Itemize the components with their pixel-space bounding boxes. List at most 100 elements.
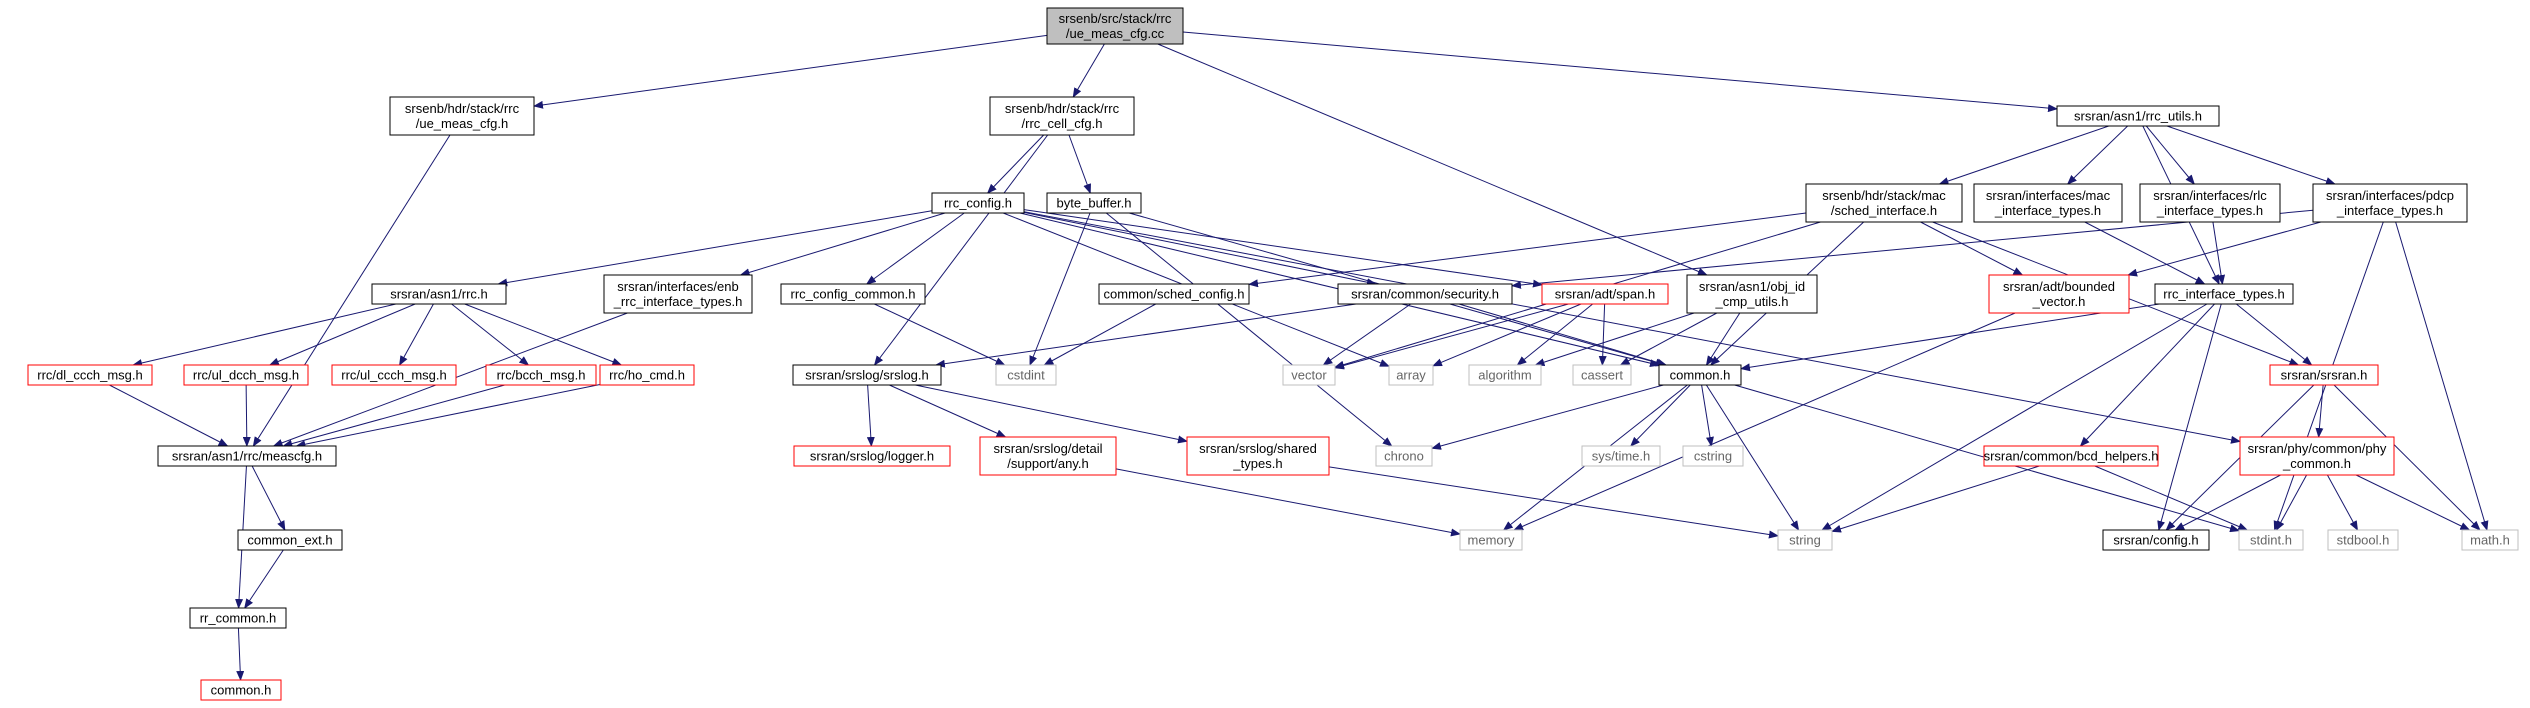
node-byte-buffer-h[interactable]: byte_buffer.h: [1046, 192, 1142, 214]
node-label: srsran/srsran.h: [2281, 368, 2368, 383]
node-rrc-config-h[interactable]: rrc_config.h: [931, 192, 1025, 214]
node-box: [979, 436, 1117, 476]
edge-meascfg_h-to-common_ext_h: [251, 465, 286, 531]
node-bounded-vector-h[interactable]: srsran/adt/bounded_vector.h: [1988, 274, 2130, 314]
node-label: srsran/srslog/shared: [1199, 441, 1317, 456]
edge-span_h-to-array: [1432, 303, 1582, 367]
node-label: algorithm: [1478, 368, 1531, 383]
node-algorithm: algorithm: [1468, 364, 1542, 386]
edge-rrc_interface_types_h-to-common_h: [1740, 303, 2160, 372]
node-ho-cmd-h[interactable]: rrc/ho_cmd.h: [599, 364, 695, 386]
node-rrc-config-common-h[interactable]: rrc_config_common.h: [780, 283, 926, 305]
node-obj-id-cmp-utils-h[interactable]: srsran/asn1/obj_id_cmp_utils.h: [1686, 274, 1818, 314]
node-ul-ccch-msg-h[interactable]: rrc/ul_ccch_msg.h: [331, 364, 457, 386]
node-box: [2139, 183, 2281, 223]
node-label: stdbool.h: [2337, 533, 2390, 548]
node-root[interactable]: srsenb/src/stack/rrc/ue_meas_cfg.cc: [1046, 7, 1184, 45]
node-box: [389, 96, 535, 136]
node-security-h[interactable]: srsran/common/security.h: [1337, 283, 1513, 305]
node-rrc-interface-types-h[interactable]: rrc_interface_types.h: [2154, 283, 2294, 305]
node-srsran-h[interactable]: srsran/srsran.h: [2269, 364, 2379, 386]
edge-rrc_h-to-ul_dcch_msg_h: [268, 303, 416, 366]
node-label: /ue_meas_cfg.h: [416, 116, 509, 131]
node-sched-config-h[interactable]: common/sched_config.h: [1098, 283, 1250, 305]
edge-dl_ccch_msg_h-to-meascfg_h: [109, 384, 229, 447]
node-rrc-h[interactable]: srsran/asn1/rrc.h: [371, 283, 507, 305]
edge-ho_cmd_h-to-meascfg_h: [295, 384, 601, 449]
node-rr-common-h[interactable]: rr_common.h: [189, 607, 287, 629]
node-box: [485, 364, 597, 386]
node-label: memory: [1468, 533, 1515, 548]
node-label: srsran/interfaces/enb: [617, 279, 738, 294]
node-label: rrc/ho_cmd.h: [609, 368, 685, 383]
node-box: [780, 283, 926, 305]
node-label: srsran/interfaces/mac: [1986, 188, 2111, 203]
node-phy-common-h[interactable]: srsran/phy/common/phy_common.h: [2239, 436, 2395, 476]
node-rrc-utils-h[interactable]: srsran/asn1/rrc_utils.h: [2056, 105, 2220, 127]
edge-root-to-obj_id_cmp_utils_h: [1157, 43, 1708, 276]
edge-rrc_config_common_h-to-cstdint: [874, 303, 1006, 366]
node-box: [183, 364, 309, 386]
node-enb-rrc-interface-types-h[interactable]: srsran/interfaces/enb_rrc_interface_type…: [603, 274, 753, 314]
edge-byte_buffer_h-to-chrono: [1105, 212, 1393, 447]
node-sched-interface-h[interactable]: srsenb/hdr/stack/mac/sched_interface.h: [1805, 183, 1963, 223]
node-box: [2269, 364, 2379, 386]
edge-bcd_helpers_h-to-string: [1831, 465, 2040, 533]
node-array: array: [1388, 364, 1434, 386]
node-bcch-msg-h[interactable]: rrc/bcch_msg.h: [485, 364, 597, 386]
node-label: math.h: [2470, 533, 2510, 548]
node-box: [1682, 445, 1744, 467]
node-label: _types.h: [1232, 456, 1282, 471]
edge-rrc_utils_h-to-pdcp_interface_types_h: [2166, 125, 2336, 185]
node-label: rrc/ul_dcch_msg.h: [193, 368, 299, 383]
node-stdint-h: stdint.h: [2238, 529, 2304, 551]
node-meascfg-h[interactable]: srsran/asn1/rrc/meascfg.h: [157, 445, 337, 467]
edge-rrc_h-to-ho_cmd_h: [464, 303, 623, 366]
node-mac-interface-types-h[interactable]: srsran/interfaces/mac_interface_types.h: [1973, 183, 2123, 223]
node-box: [931, 192, 1025, 214]
node-common-ext-h[interactable]: common_ext.h: [237, 529, 343, 551]
node-box: [1658, 364, 1742, 386]
node-box: [157, 445, 337, 467]
node-label: srsenb/hdr/stack/rrc: [1005, 101, 1120, 116]
edge-root-to-rrc_utils_h: [1182, 31, 2058, 113]
node-bcd-helpers-h[interactable]: srsran/common/bcd_helpers.h: [1983, 445, 2159, 467]
edge-phy_common_h-to-config_h: [2174, 474, 2281, 531]
node-label: srsran/interfaces/pdcp: [2326, 188, 2454, 203]
node-ul-dcch-msg-h[interactable]: rrc/ul_dcch_msg.h: [183, 364, 309, 386]
node-box: [189, 607, 287, 629]
node-srslog-h[interactable]: srsran/srslog/srslog.h: [792, 364, 942, 386]
node-label: srsran/adt/bounded: [2003, 279, 2115, 294]
node-box: [1388, 364, 1434, 386]
node-common-h-rrc[interactable]: common.h: [200, 679, 282, 701]
node-box: [1572, 364, 1632, 386]
edge-phy_common_h-to-stdint_h: [2275, 474, 2308, 531]
node-box: [1805, 183, 1963, 223]
node-ue-meas-cfg-h[interactable]: srsenb/hdr/stack/rrc/ue_meas_cfg.h: [389, 96, 535, 136]
node-box: [1375, 445, 1433, 467]
node-label: cstring: [1694, 449, 1732, 464]
node-stdbool-h: stdbool.h: [2327, 529, 2399, 551]
node-dl-ccch-msg-h[interactable]: rrc/dl_ccch_msg.h: [27, 364, 153, 386]
edge-common_ext_h-to-rr_common_h: [244, 549, 284, 609]
edge-security_h-to-common_h: [1458, 303, 1668, 367]
node-shared-types-h[interactable]: srsran/srslog/shared_types.h: [1186, 436, 1330, 476]
node-box: [599, 364, 695, 386]
node-span-h[interactable]: srsran/adt/span.h: [1541, 283, 1669, 305]
node-config-h[interactable]: srsran/config.h: [2102, 529, 2210, 551]
node-box: [1988, 274, 2130, 314]
node-pdcp-interface-types-h[interactable]: srsran/interfaces/pdcp_interface_types.h: [2312, 183, 2468, 223]
node-rrc-cell-cfg-h[interactable]: srsenb/hdr/stack/rrc/rrc_cell_cfg.h: [989, 96, 1135, 136]
node-label: _vector.h: [2032, 294, 2086, 309]
node-box: [1046, 7, 1184, 45]
node-common-h[interactable]: common.h: [1658, 364, 1742, 386]
edge-byte_buffer_h-to-cstdint: [1029, 212, 1091, 366]
edge-phy_common_h-to-stdbool_h: [2326, 474, 2359, 531]
edge-rrc_utils_h-to-mac_interface_types_h: [2066, 125, 2129, 185]
node-label: srsran/config.h: [2113, 533, 2198, 548]
node-logger-h[interactable]: srsran/srslog/logger.h: [793, 445, 951, 467]
node-any-h[interactable]: srsran/srslog/detail/support/any.h: [979, 436, 1117, 476]
node-rlc-interface-types-h[interactable]: srsran/interfaces/rlc_interface_types.h: [2139, 183, 2281, 223]
edge-common_h-to-sys_time_h: [1630, 384, 1691, 447]
node-label: byte_buffer.h: [1057, 196, 1132, 211]
